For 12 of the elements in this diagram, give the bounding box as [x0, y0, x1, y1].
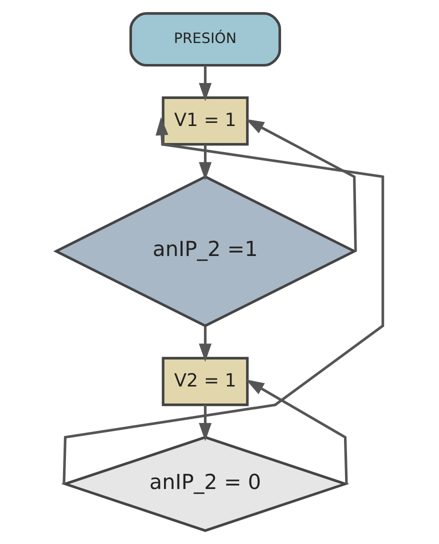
node-box: PRESIÓN	[129, 12, 282, 67]
node-box: V2 = 1	[162, 356, 249, 406]
arrow	[198, 326, 212, 362]
arrow	[198, 66, 212, 102]
arrow	[198, 404, 212, 442]
node-diamond: anIP_2 = 0	[61, 436, 350, 532]
arrow	[246, 380, 348, 484]
arrow	[198, 144, 212, 180]
arrow	[62, 117, 384, 484]
node-box: V1 = 1	[162, 96, 249, 146]
arrow	[246, 119, 357, 252]
node-diamond: anIP_2 =1	[53, 175, 358, 328]
